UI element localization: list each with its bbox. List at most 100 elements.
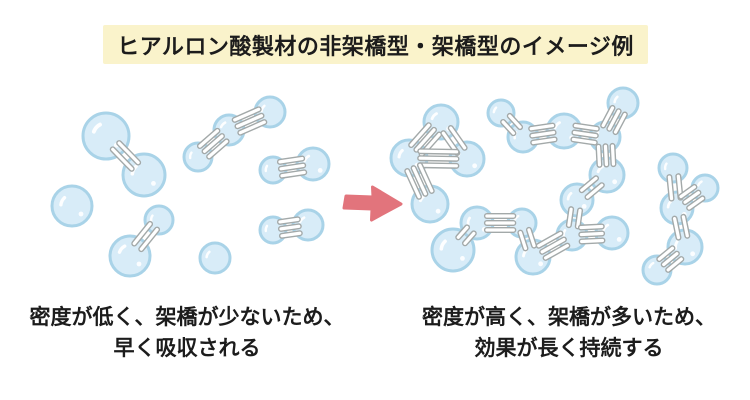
left-molecule-circle [50,184,94,228]
bond-line [280,170,306,178]
highlight-arc [205,250,211,259]
bond-line [603,144,609,167]
bond-line [579,231,604,237]
bond-line [278,156,304,164]
highlight-arc [553,121,561,130]
highlight-arc [260,104,266,113]
bond-line [579,224,604,230]
bond-line [117,141,140,165]
highlight-arc [303,154,311,163]
highlight-arc [697,180,703,187]
bond-line [405,169,421,199]
highlight-arc [219,121,227,129]
highlight-arc [566,191,573,201]
bond-line [508,114,522,129]
highlight-arc [117,244,127,254]
right-molecule-circle [486,98,516,128]
right-caption-line2: 効果が長く持続する [474,336,664,360]
bond-line [540,237,566,254]
bond-line [573,123,599,131]
bond-line [132,222,152,246]
bond-line [456,225,469,239]
highlight-arc [298,216,306,224]
bond-line [233,107,261,122]
bond-line [414,128,436,152]
highlight-dot [435,208,441,214]
highlight-dot [538,261,544,267]
bond-line [139,227,159,251]
right-arrow-icon [342,185,403,222]
highlight-arc [397,148,404,159]
left-molecule-circle [121,152,167,198]
bond-line [418,163,434,193]
right-caption: 密度が高く、架橋が多いため、 効果が長く持続する [388,302,750,364]
highlight-arc [264,224,269,233]
bond-line [580,238,605,244]
bond-line [279,163,305,171]
highlight-arc [613,95,619,104]
bond-line [279,224,301,231]
right-molecule-circle [657,152,689,184]
bond-line [418,156,459,161]
bond-line [596,145,602,167]
highlight-arc [602,223,610,232]
bond-line [537,231,563,248]
highlight-arc [439,239,447,251]
highlight-arc [492,106,498,114]
left-caption-line2: 早く吸収される [113,336,261,360]
bond-line [679,185,696,199]
bond-line [567,207,573,227]
highlight-dot [612,179,618,185]
bond-line [111,147,134,171]
bond-line [607,109,621,131]
bond-line [501,120,515,135]
highlight-arc [466,216,471,226]
highlight-dot [136,261,142,267]
highlight-arc [663,162,668,171]
bond-line [207,139,229,159]
left-molecule-circle [81,111,131,161]
left-molecule-circle [198,241,232,275]
bond-line [202,134,224,153]
bond-line [280,231,302,238]
bond-line [409,123,431,147]
highlight-arc [430,112,438,121]
highlight-dot [460,256,465,261]
bond-line [657,246,675,261]
bond-line [518,231,528,250]
bond-line [418,149,459,154]
highlight-arc [562,229,567,238]
bond-line [672,217,681,240]
title-banner: ヒアルロン酸製材の非架橋型・架橋型のイメージ例 [103,25,648,64]
highlight-dot [317,168,323,173]
bond-line [198,129,219,148]
left-caption-line1: 密度が低く、架橋が少ないため、 [29,305,345,329]
bond-line [412,166,427,196]
bond-line [683,191,701,204]
bond-line [463,231,476,245]
bond-line [601,106,615,128]
highlight-arc [648,261,655,269]
highlight-dot [472,163,478,169]
highlight-dot [616,237,622,242]
highlight-arc [264,164,269,173]
bond-line [529,123,555,131]
bond-line [667,175,674,201]
highlight-arc [674,240,679,250]
right-caption-line1: 密度が高く、架橋が多いため、 [422,305,716,329]
bond-line [662,252,679,267]
bond-line [610,144,616,166]
highlight-arc [59,196,67,207]
bond-line [544,244,569,260]
bond-line [666,257,683,272]
highlight-dot [690,251,696,257]
bond-line [585,183,604,199]
bond-line [531,137,557,145]
bond-line [530,130,556,138]
left-caption: 密度が低く、架橋が少ないため、 早く吸収される [6,302,368,364]
highlight-arc [188,151,193,160]
bond-line [681,215,689,238]
bond-line [449,126,467,150]
